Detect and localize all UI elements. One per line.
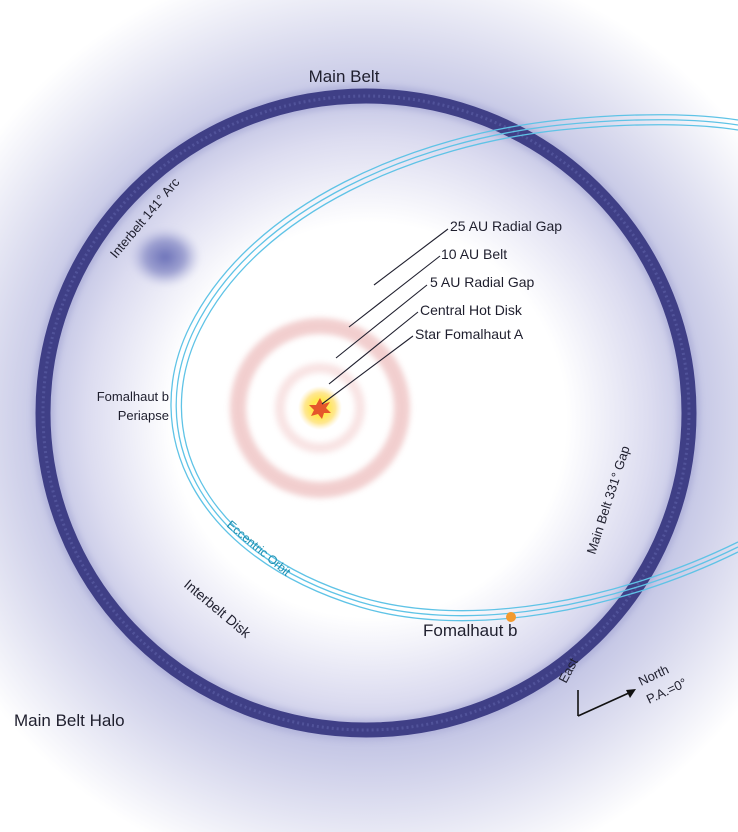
interbelt-arc-blob (129, 227, 201, 287)
main-belt-label: Main Belt (309, 67, 380, 86)
inner-clearing (179, 220, 559, 600)
periapse-label-line2: Periapse (118, 408, 169, 423)
main-belt-halo-label: Main Belt Halo (14, 711, 125, 730)
star-fomalhaut-a (298, 386, 342, 430)
belt-10-label: 10 AU Belt (441, 246, 507, 262)
fomalhaut-b-label: Fomalhaut b (423, 621, 518, 640)
compass (577, 689, 636, 717)
main-belt-ring (32, 85, 700, 741)
compass-north-arrow (577, 691, 632, 717)
radial-gap-25-label: 25 AU Radial Gap (450, 218, 562, 234)
periapse-label-line1: Fomalhaut b (97, 389, 169, 404)
eccentric-orbit (170, 114, 738, 622)
radial-gap-5-label: 5 AU Radial Gap (430, 274, 534, 290)
inner-belt-rings (230, 318, 410, 498)
leader-lines (321, 228, 449, 405)
central-hot-disk-label: Central Hot Disk (420, 302, 523, 318)
fomalhaut-b-dot (506, 612, 516, 622)
star-label: Star Fomalhaut A (415, 326, 524, 342)
